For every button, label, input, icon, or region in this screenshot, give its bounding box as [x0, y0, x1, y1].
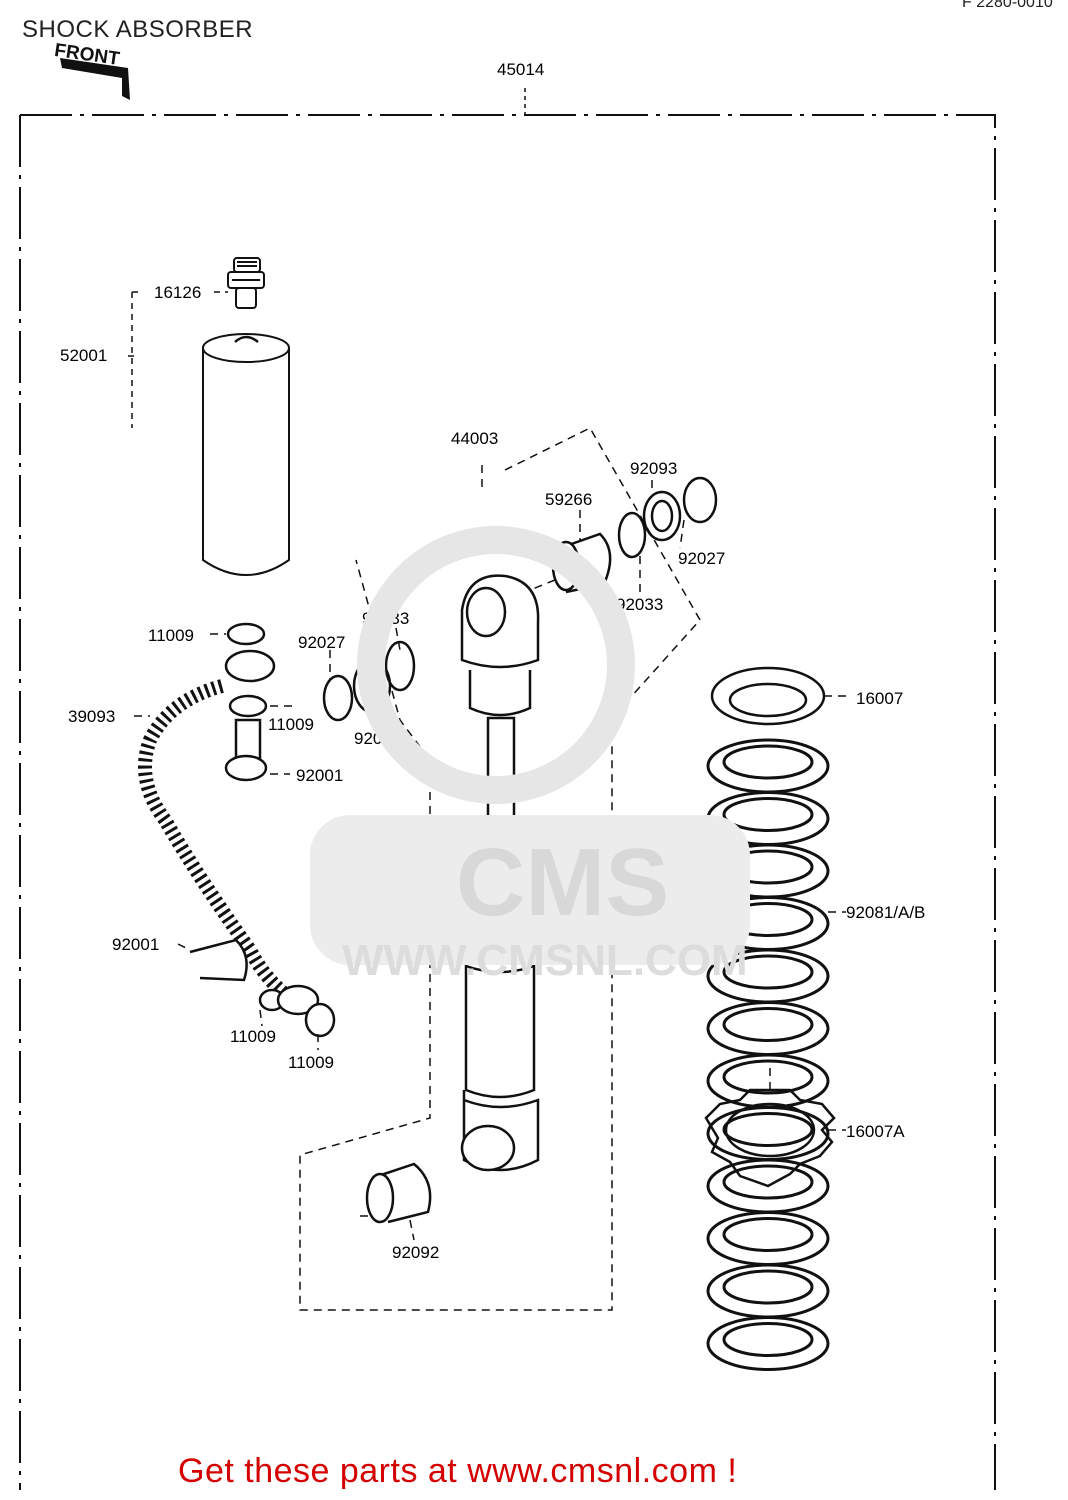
page-title: SHOCK ABSORBER — [22, 16, 254, 43]
spring-coil-inner — [722, 954, 814, 990]
spring-coil-inner — [722, 1269, 814, 1305]
spring-coil-inner — [722, 1217, 814, 1252]
spring-coil-inner — [722, 744, 814, 780]
coil-spring-92081 — [706, 738, 830, 1371]
callout-92027-top: 92027 — [678, 549, 725, 568]
spring-coil-inner — [722, 797, 814, 832]
assembly-frame — [19, 114, 996, 1490]
callout-92027-left: 92027 — [298, 633, 345, 652]
callout-92092: 92092 — [392, 1243, 439, 1262]
callout-11009-a: 11009 — [148, 626, 194, 645]
spring-coil-turn — [706, 1316, 830, 1371]
front-arrow-icon — [60, 58, 130, 100]
callout-44003: 44003 — [451, 429, 498, 448]
callout-16126: 16126 — [154, 283, 201, 302]
callout-52001: 52001 — [60, 346, 107, 365]
front-badge: FRONT — [52, 38, 132, 108]
watermark-brand: CMS — [456, 829, 669, 936]
callout-92001-a: 92001 — [296, 766, 343, 785]
spring-coil-inner — [722, 1059, 814, 1095]
callout-92093-top: 92093 — [630, 459, 677, 478]
reservoir-52001 — [202, 333, 290, 576]
seal-rings-right — [617, 476, 718, 559]
spring-coil-inner — [722, 1164, 814, 1200]
callout-39093: 39093 — [68, 707, 115, 726]
spring-coil-inner — [722, 1112, 814, 1147]
spring-coil-inner — [722, 1322, 814, 1357]
callout-92081: 92081/A/B — [846, 903, 925, 922]
bushing-92092 — [365, 1162, 432, 1224]
callout-16007A: 16007A — [846, 1122, 905, 1141]
banjo-fittings — [189, 622, 336, 1038]
callout-16007: 16007 — [856, 689, 903, 708]
callout-11009-b: 11009 — [268, 715, 314, 734]
adjuster-nut-16007A — [704, 1088, 836, 1188]
valve-16126 — [227, 257, 265, 309]
callout-92001-b: 92001 — [112, 935, 159, 954]
callout-45014: 45014 — [497, 60, 544, 79]
spring-coil-inner — [722, 1007, 814, 1042]
watermark-url: WWW.CMSNL.COM — [342, 936, 748, 985]
buy-parts-link[interactable]: Get these parts at www.cmsnl.com ! — [178, 1452, 738, 1490]
callout-92033-right: 92033 — [616, 595, 663, 614]
callout-11009-c: 11009 — [230, 1027, 276, 1046]
cmsnl-watermark: CMS WWW.CMSNL.COM — [310, 526, 750, 985]
reservoir-leaders — [128, 291, 228, 428]
callout-59266: 59266 — [545, 490, 592, 509]
callout-11009-d: 11009 — [288, 1053, 334, 1072]
diagram-code: F 2280-0010 — [962, 0, 1053, 11]
